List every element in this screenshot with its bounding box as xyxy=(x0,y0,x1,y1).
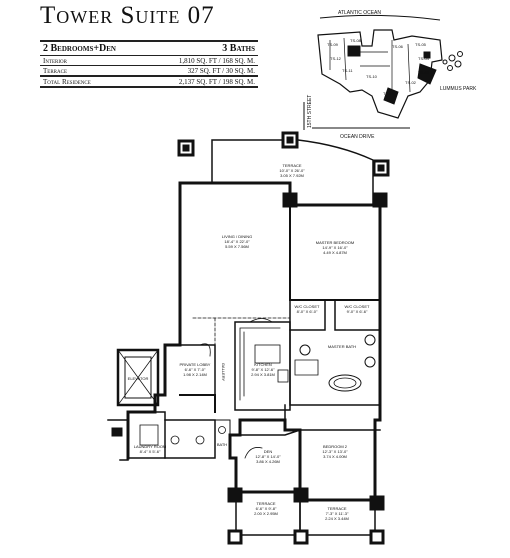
room-dims: 9'-0" X 6'-6" xyxy=(347,309,368,314)
spec-label: Total Residence xyxy=(40,75,147,88)
room-metric: 2.94 X 3.81M xyxy=(251,372,275,377)
drive-label: OCEAN DRIVE xyxy=(340,134,375,140)
room-dims: 9'-8" X 12'-6" xyxy=(251,367,275,372)
room-dims: 7'-3" X 11'-3" xyxy=(326,511,349,516)
room-label: LAUNDRY ROOM xyxy=(134,444,167,449)
room-dims: 8'-0" X 6'-0" xyxy=(297,309,318,314)
room-metric: 2.24 X 3.44M xyxy=(325,516,349,521)
room-dims: 6'-6" X 7'-0" xyxy=(185,367,206,372)
room-dims: 18'-4" X 22'-0" xyxy=(224,239,250,244)
keyplan-unit-label: TS-11 xyxy=(342,68,353,73)
room-label: BATH xyxy=(217,442,227,447)
keyplan-unit-label: TS-12 xyxy=(330,56,342,61)
keyplan-unit-label: TS-09 xyxy=(327,42,339,47)
room-metric: 3.86 X 4.26M xyxy=(256,459,280,464)
room-dims: 12'-3" X 13'-0" xyxy=(322,449,348,454)
keyplan-unit-label: TS-06 xyxy=(392,44,404,49)
spec-label: Terrace xyxy=(40,65,147,76)
room-label: TERRACE xyxy=(327,506,346,511)
room-label: GALLERY xyxy=(221,363,226,382)
ocean-label: ATLANTIC OCEAN xyxy=(338,10,381,16)
room-label: BEDROOM 2 xyxy=(323,444,348,449)
room-label: MASTER BATH xyxy=(328,344,356,349)
room-label: TERRACE xyxy=(256,501,275,506)
spec-value: 327 SQ. FT / 30 SQ. M. xyxy=(146,65,258,76)
room-metric: 1.98 X 2.14M xyxy=(183,372,207,377)
keyplan-unit-label: TS-08 xyxy=(350,38,362,43)
baths-label: 3 Baths xyxy=(146,40,258,56)
room-label: ELEVATOR xyxy=(128,376,149,381)
room-label: DEN xyxy=(264,449,273,454)
room-label: PRIVATE LOBBY xyxy=(180,362,211,367)
keyplan-unit-label: TS-05 xyxy=(415,42,427,47)
room-label: W/C CLOSET xyxy=(295,304,320,309)
spec-value: 1,810 SQ. FT / 168 SQ. M. xyxy=(146,55,258,66)
keyplan-unit-label: TS-01 xyxy=(383,91,395,96)
room-dims: 14'-9" X 16'-0" xyxy=(322,245,348,250)
spec-label: Interior xyxy=(40,55,147,66)
keyplan-unit-label: TS-07 xyxy=(365,54,377,59)
room-label: MASTER BEDROOM xyxy=(316,240,354,245)
room-metric: 4.49 X 4.87M xyxy=(323,250,347,255)
room-metric: 3.05 X 7.92M xyxy=(280,173,304,178)
park-label: LUMMUS PARK xyxy=(440,86,477,92)
room-dims: 6'-6" X 9'-8" xyxy=(256,506,277,511)
room-dims: 10'-0" X 26'-0" xyxy=(279,168,305,173)
plan-title: Tower Suite 07 xyxy=(40,2,215,29)
keyplan-unit-label: TS-03 xyxy=(418,70,430,75)
room-label: TERRACE xyxy=(282,163,301,168)
bedrooms-label: 2 Bedrooms+Den xyxy=(40,40,147,56)
street-label: 15TH STREET xyxy=(307,95,313,128)
room-label: W/C CLOSET xyxy=(345,304,370,309)
area-specs-table: 2 Bedrooms+Den 3 Baths Interior 1,810 SQ… xyxy=(40,40,258,88)
room-metric: 5.59 X 7.56M xyxy=(225,244,249,249)
room-metric: 2.00 X 2.95M xyxy=(254,511,278,516)
room-label: LIVING / DINING xyxy=(222,234,252,239)
keyplan-unit-label: TS-02 xyxy=(405,80,417,85)
spec-value: 2,137 SQ. FT / 198 SQ. M. xyxy=(146,75,258,88)
room-label: KITCHEN xyxy=(254,362,272,367)
room-dims: 12'-8" X 14'-0" xyxy=(255,454,281,459)
keyplan-unit-label: TS-04 xyxy=(418,56,430,61)
room-dims: 8'-4" X 5'-6" xyxy=(140,449,161,454)
keyplan-unit-label: TS-10 xyxy=(366,74,378,79)
room-metric: 3.74 X 4.00M xyxy=(323,454,347,459)
